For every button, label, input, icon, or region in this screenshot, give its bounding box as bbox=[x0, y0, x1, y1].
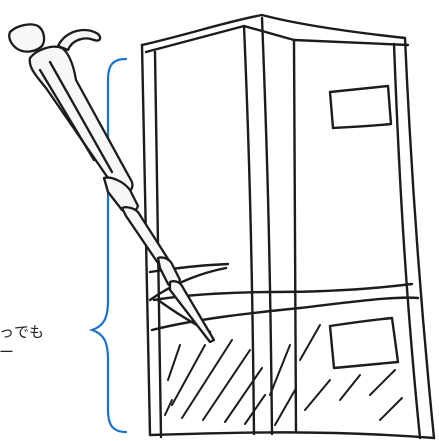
curly-bracket-icon bbox=[92, 59, 126, 432]
micropipette-icon bbox=[9, 24, 214, 342]
side-note-line-2: ー bbox=[0, 343, 109, 361]
side-note-line-1: っでも bbox=[0, 323, 109, 341]
liquid-hatch bbox=[165, 325, 402, 425]
